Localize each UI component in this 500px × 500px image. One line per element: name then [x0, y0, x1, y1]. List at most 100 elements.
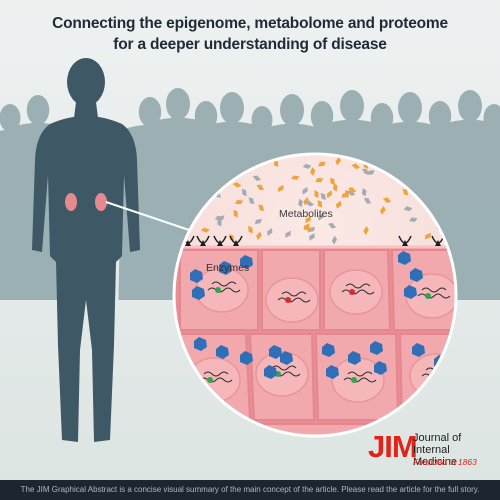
enzyme — [192, 286, 205, 300]
metabolite — [326, 190, 333, 199]
human-figure — [32, 58, 140, 442]
metabolite — [402, 188, 409, 196]
kidneys — [65, 193, 107, 211]
metabolite — [305, 200, 315, 207]
metabolite — [252, 175, 262, 181]
metabolite — [233, 209, 238, 218]
enzymes-label: Enzymes — [206, 262, 250, 274]
metabolite — [256, 231, 262, 241]
metabolite — [318, 161, 326, 167]
metabolite — [333, 183, 338, 192]
metabolite — [328, 222, 337, 229]
receptor-marker — [435, 240, 441, 246]
metabolite — [200, 227, 210, 233]
journal-name-line-2: Internal Medicine — [413, 444, 458, 468]
enzyme — [404, 285, 417, 299]
footer-bar: The JIM Graphical Abstract is a concise … — [0, 480, 500, 500]
receptor-marker — [185, 240, 191, 246]
metabolite — [361, 187, 367, 197]
metabolite — [380, 205, 386, 215]
title-line-1: Connecting the epigenome, metabolome and… — [52, 15, 448, 32]
receptor-marker — [402, 240, 408, 246]
enzyme — [348, 351, 361, 365]
metabolite — [310, 167, 316, 177]
metabolite — [302, 186, 308, 195]
receptor-marker — [200, 240, 206, 246]
enzyme — [374, 361, 387, 375]
metabolite — [248, 197, 255, 205]
enzyme — [219, 261, 232, 275]
metabolite — [424, 232, 432, 240]
enzyme — [398, 251, 411, 265]
metabolite — [217, 215, 225, 221]
enzyme — [410, 268, 423, 282]
metabolite — [248, 225, 253, 234]
metabolite — [254, 218, 262, 225]
enzyme — [412, 343, 425, 357]
metabolites-label: Metabolites — [279, 208, 333, 220]
metabolite — [347, 190, 356, 196]
enzyme — [322, 343, 335, 357]
metabolite — [232, 182, 242, 188]
crowd-person — [440, 146, 500, 300]
metabolite — [363, 226, 369, 235]
metabolite — [382, 197, 392, 203]
metabolite — [348, 187, 357, 193]
metabolite — [266, 227, 273, 237]
metabolite — [303, 196, 310, 206]
metabolite — [315, 178, 324, 183]
metabolite — [303, 225, 313, 232]
journal-logo-mark: JIM — [368, 429, 418, 464]
enzyme — [269, 345, 282, 359]
footer-text: The JIM Graphical Abstract is a concise … — [20, 485, 480, 494]
nucleus — [331, 357, 385, 403]
metabolite — [258, 204, 265, 212]
metabolite — [331, 235, 338, 245]
membrane-receptors — [181, 235, 445, 246]
enzyme — [264, 365, 277, 379]
title-line-2: for a deeper understanding of disease — [113, 36, 387, 53]
enzyme — [216, 345, 229, 359]
metabolite — [330, 177, 335, 186]
metabolite — [341, 193, 349, 198]
metabolite — [309, 233, 315, 241]
metabolite — [298, 198, 303, 208]
zoom-connector — [105, 201, 199, 234]
metabolite — [241, 188, 247, 197]
metabolite — [302, 163, 312, 169]
metabolite — [314, 190, 319, 199]
metabolite — [363, 198, 372, 204]
metabolite — [305, 215, 311, 224]
metabolite — [408, 217, 418, 222]
metabolite — [291, 175, 300, 181]
metabolite — [335, 156, 341, 166]
metabolite — [361, 168, 370, 175]
metabolite — [320, 192, 327, 201]
crowd-person — [130, 136, 190, 300]
metabolite — [335, 200, 342, 209]
metabolite — [234, 199, 244, 205]
enzyme — [190, 269, 203, 283]
receptor-marker — [233, 240, 239, 246]
metabolite — [278, 184, 284, 193]
enzyme — [194, 337, 207, 351]
nucleus — [329, 269, 383, 315]
receptor-marker — [217, 240, 223, 246]
enzyme — [240, 255, 253, 269]
metabolite — [285, 230, 291, 238]
metabolite — [318, 212, 324, 221]
enzyme — [280, 351, 293, 365]
metabolite — [351, 163, 361, 170]
enzyme — [370, 341, 383, 355]
metabolite — [317, 200, 323, 208]
journal-founded: Founded in 1863 — [413, 457, 477, 467]
metabolite — [256, 184, 265, 191]
journal-logo: JIM Journal of Internal Medicine Founded… — [368, 430, 488, 470]
enzyme — [240, 351, 253, 365]
journal-name-line-1: Journal of — [413, 432, 462, 444]
nucleus — [265, 277, 319, 323]
enzyme — [326, 365, 339, 379]
metabolite — [403, 206, 413, 212]
